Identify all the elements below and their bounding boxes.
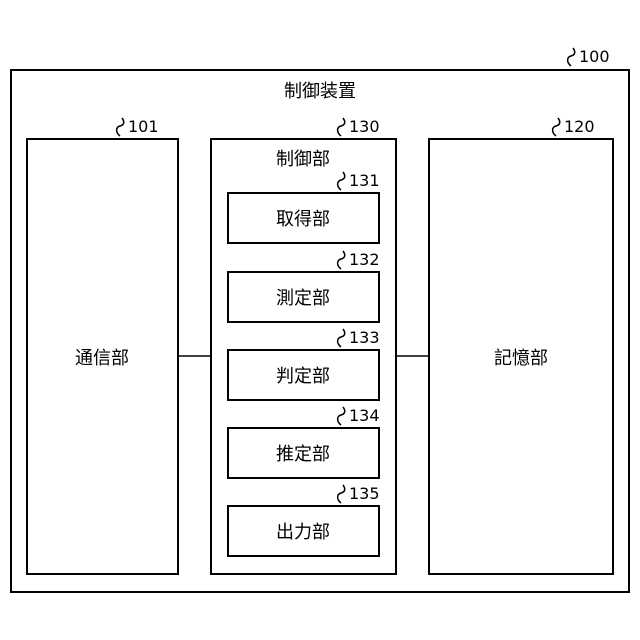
ref-label-133: 133 [349,328,380,347]
measurement-unit-label: 測定部 [276,288,330,309]
storage-unit-label: 記憶部 [494,348,548,369]
ref-label-120: 120 [564,117,595,136]
ref-label-100: 100 [579,47,610,66]
ref-label-134: 134 [349,406,380,425]
determination-unit-label: 判定部 [276,366,330,387]
ref-label-101: 101 [128,117,159,136]
acquisition-unit-label: 取得部 [276,209,330,230]
control-device-title: 制御装置 [284,81,356,102]
ref-label-130: 130 [349,117,380,136]
ref-label-131: 131 [349,171,380,190]
ref-label-132: 132 [349,250,380,269]
ref-leader-100 [568,48,575,66]
communication-unit-label: 通信部 [75,348,129,369]
output-unit-label: 出力部 [276,522,330,543]
ref-label-135: 135 [349,484,380,503]
estimation-unit-label: 推定部 [276,444,330,465]
control-unit-label: 制御部 [276,149,330,170]
